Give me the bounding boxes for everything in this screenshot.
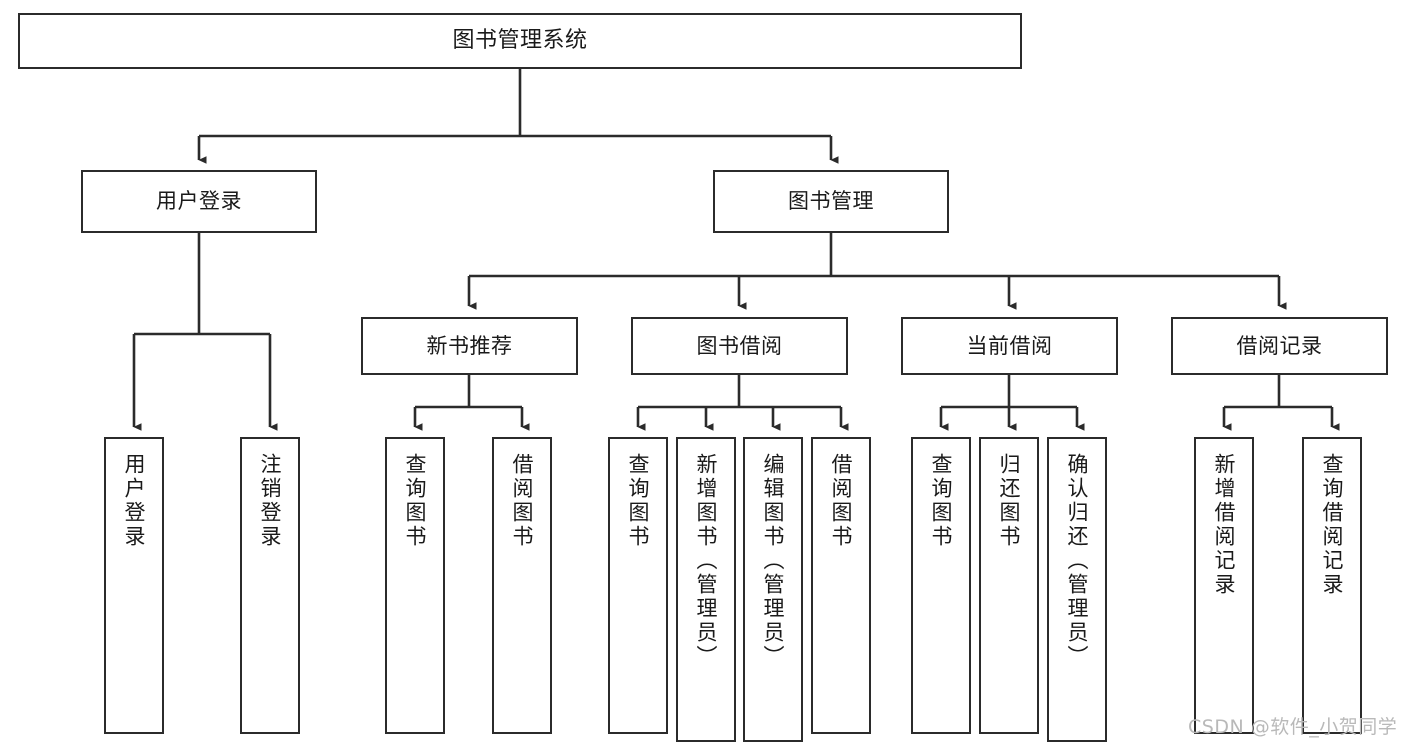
node-label: 注销登录	[258, 453, 283, 549]
node-label: 借阅图书	[829, 453, 854, 549]
leaf-user-logout[interactable]: 注销登录	[240, 437, 300, 734]
node-new-book-recommend[interactable]: 新书推荐	[361, 317, 578, 375]
leaf-query-book-borrow[interactable]: 查询图书	[608, 437, 668, 734]
leaf-user-login[interactable]: 用户登录	[104, 437, 164, 734]
node-book-management[interactable]: 图书管理	[713, 170, 949, 233]
node-label: 新书推荐	[426, 333, 513, 358]
leaf-return-book[interactable]: 归还图书	[979, 437, 1039, 734]
node-label: 借阅记录	[1236, 333, 1323, 358]
node-label: 用户登录	[122, 453, 147, 549]
node-label: 确认归还（管理员）	[1065, 453, 1090, 669]
node-label: 归还图书	[997, 453, 1022, 549]
leaf-query-book-recommend[interactable]: 查询图书	[385, 437, 445, 734]
node-label: 用户登录	[156, 189, 242, 214]
node-label: 查询图书	[929, 453, 954, 549]
node-label: 图书管理	[788, 189, 874, 214]
node-label: 图书管理系统	[452, 28, 588, 54]
leaf-borrow-book[interactable]: 借阅图书	[811, 437, 871, 734]
node-label: 查询借阅记录	[1320, 453, 1345, 597]
node-label: 查询图书	[403, 453, 428, 549]
node-user-login[interactable]: 用户登录	[81, 170, 317, 233]
node-label: 新增借阅记录	[1212, 453, 1237, 597]
node-borrow-record[interactable]: 借阅记录	[1171, 317, 1388, 375]
leaf-borrow-book-recommend[interactable]: 借阅图书	[492, 437, 552, 734]
node-label: 新增图书（管理员）	[694, 453, 719, 669]
leaf-add-borrow-record[interactable]: 新增借阅记录	[1194, 437, 1254, 734]
leaf-query-borrow-record[interactable]: 查询借阅记录	[1302, 437, 1362, 734]
leaf-query-book-current[interactable]: 查询图书	[911, 437, 971, 734]
leaf-edit-book-admin[interactable]: 编辑图书（管理员）	[743, 437, 803, 742]
node-current-borrow[interactable]: 当前借阅	[901, 317, 1118, 375]
node-label: 查询图书	[626, 453, 651, 549]
node-label: 编辑图书（管理员）	[761, 453, 786, 669]
leaf-add-book-admin[interactable]: 新增图书（管理员）	[676, 437, 736, 742]
node-label: 借阅图书	[510, 453, 535, 549]
node-label: 图书借阅	[696, 333, 783, 358]
node-label: 当前借阅	[966, 333, 1053, 358]
leaf-confirm-return-admin[interactable]: 确认归还（管理员）	[1047, 437, 1107, 742]
node-book-borrow[interactable]: 图书借阅	[631, 317, 848, 375]
node-root-system[interactable]: 图书管理系统	[18, 13, 1022, 69]
